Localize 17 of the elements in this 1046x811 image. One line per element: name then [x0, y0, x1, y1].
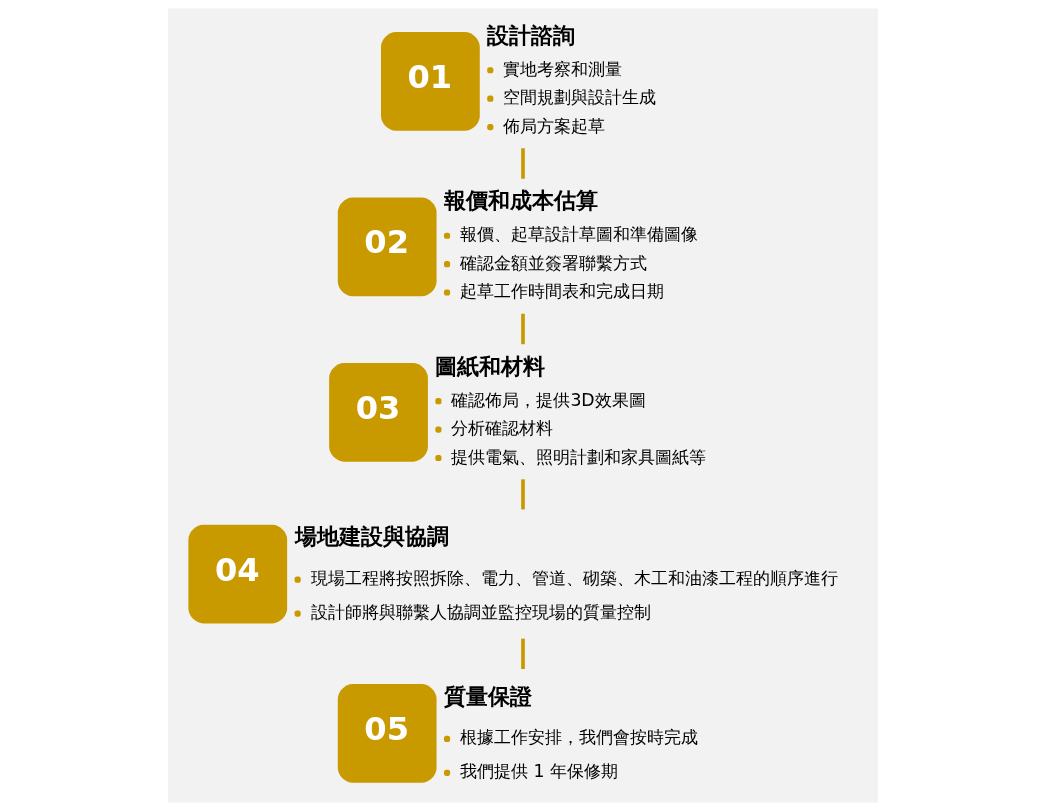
node-label: 報價、起草設計草圖和準備圖像 [460, 224, 699, 245]
connector [521, 313, 525, 345]
node-label: 提供電氣、照明計劃和家具圖紙等 [451, 446, 707, 467]
connector [521, 479, 525, 510]
node-label: 設計師將與聯繫人協調並監控現場的質量控制 [310, 602, 651, 623]
node-label: 實地考察和測量 [503, 58, 623, 79]
node-label: 根據工作安排，我們會按時完成 [460, 727, 699, 748]
node-label: 確認佈局，提供3D效果圖 [451, 389, 646, 410]
connector [521, 638, 525, 670]
node-label: 分析確認材料 [451, 418, 554, 439]
connector [521, 148, 525, 179]
node-label: 空間規劃與設計生成 [503, 87, 657, 108]
node-label: 起草工作時間表和完成日期 [460, 281, 665, 302]
node-label: 佈局方案起草 [503, 115, 606, 136]
node-label: 確認金額並簽署聯繫方式 [460, 252, 648, 273]
node-label: 我們提供 1 年保修期 [460, 761, 618, 782]
node-label: 現場工程將按照拆除、電力、管道、砌築、木工和油漆工程的順序進行 [310, 568, 838, 589]
